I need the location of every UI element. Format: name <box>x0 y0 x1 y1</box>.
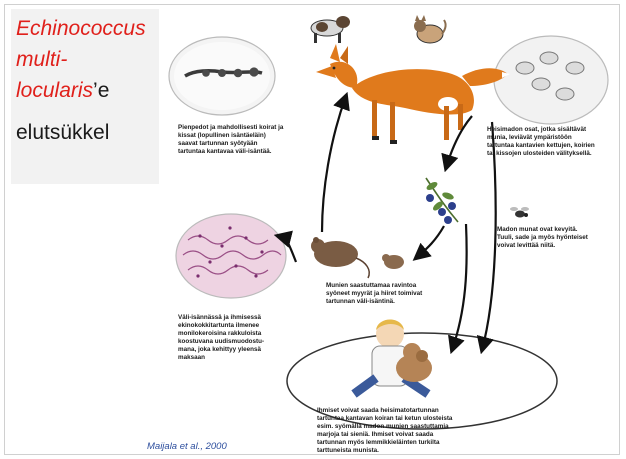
citation: Maijala et al., 2000 <box>147 441 227 452</box>
caption-eggs-spread: Heisimadon osat, jotka sisältävät munia,… <box>487 126 619 158</box>
title-line-3-suffix: ’e <box>93 79 109 102</box>
title-line-3: locularis’e <box>16 79 109 103</box>
caption-intermediate-hosts: Munien saastuttamaa ravintoa syöneet myy… <box>326 282 466 306</box>
title-line-3-italic: locularis <box>16 79 93 102</box>
fly-image <box>510 207 529 218</box>
tapeworm-image <box>169 37 275 115</box>
title-line-2: multi- <box>16 48 67 72</box>
caption-tissue: Väli-isännässä ja ihmisessä ekinokokkita… <box>178 314 303 362</box>
caption-humans: Ihmiset voivat saada heisimatotartunnan … <box>317 407 502 455</box>
dog-image <box>311 16 350 43</box>
rodent-image <box>311 237 404 278</box>
title-line-4: elutsükkel <box>16 121 109 145</box>
cat-image <box>414 15 446 43</box>
eggs-image <box>494 36 608 124</box>
tissue-image <box>176 214 286 298</box>
title-line-1: Echinococcus <box>16 17 146 41</box>
fox-image <box>316 44 510 144</box>
caption-definitive-hosts: Pienpedot ja mahdollisesti koirat ja kis… <box>178 124 318 156</box>
caption-eggs-light: Madon munat ovat kevyitä. Tuuli, sade ja… <box>497 226 615 250</box>
blueberry-image <box>425 178 458 224</box>
